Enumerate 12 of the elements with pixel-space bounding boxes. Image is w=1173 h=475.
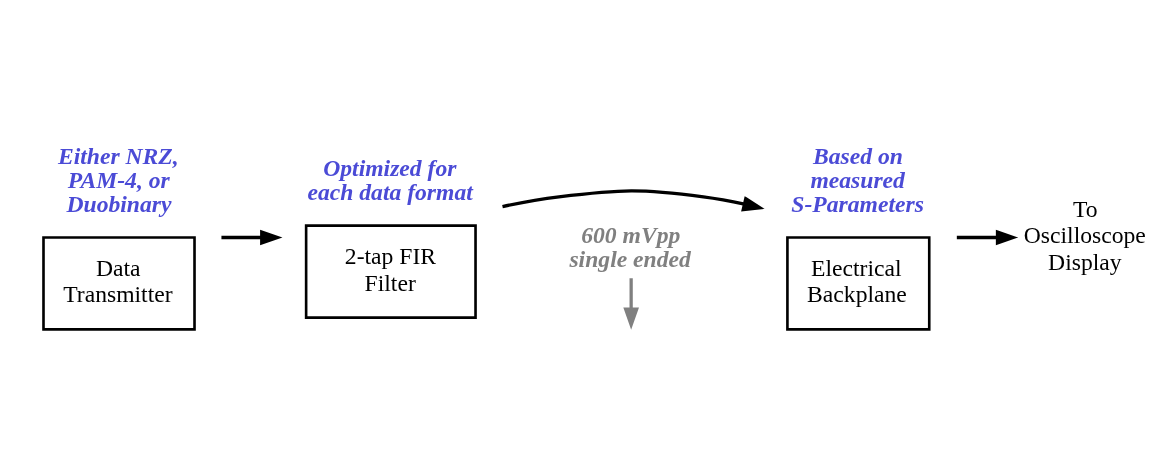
arrow [502,189,765,212]
node-box: 2-tap FIR Filter [304,224,477,319]
node-text: To Oscilloscope Display [1023,196,1146,275]
node-label: Based on measured S-Parameters [791,143,924,217]
node-label: Either NRZ, PAM-4, or Duobinary [57,143,179,217]
arrow [623,278,639,330]
node-label: Optimized for each data format [307,155,473,205]
node-box: Electrical Backplane [786,236,931,331]
node-box: Data Transmitter [42,236,196,331]
arrow [956,229,1019,246]
node-text: 600 mVpp single ended [569,222,691,272]
arrow [221,229,283,246]
